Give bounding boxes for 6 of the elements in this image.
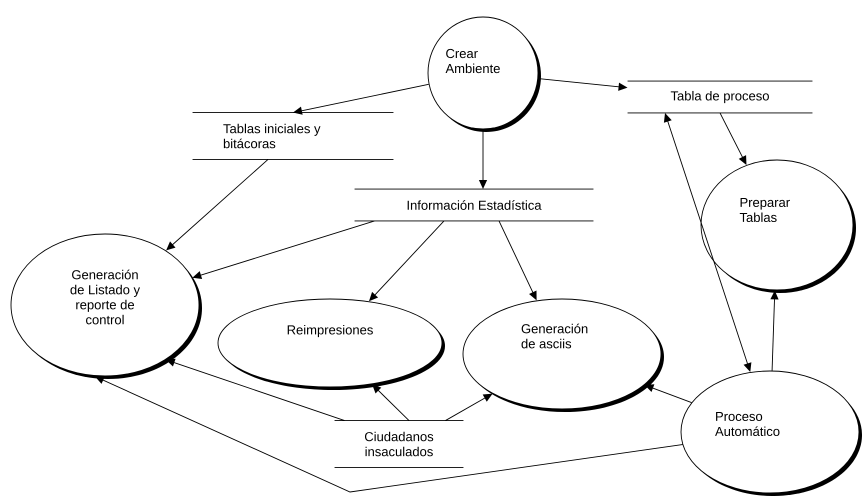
- arrow: [166, 159, 268, 250]
- arrow: [445, 394, 492, 421]
- data-store: Tablas iniciales y bitácoras: [192, 112, 394, 160]
- data-store: Tabla de proceso: [627, 80, 813, 114]
- data-store: Ciudadanos insaculados: [334, 420, 464, 468]
- data-store: Información Estadística: [354, 188, 594, 222]
